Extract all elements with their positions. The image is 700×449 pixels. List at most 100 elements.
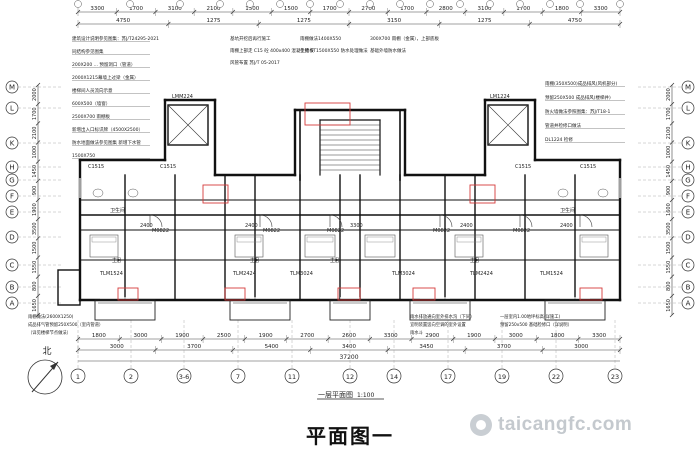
bottom-dim-2-value: 3000: [110, 344, 124, 350]
bed: [364, 234, 396, 258]
room-label: 3300: [350, 223, 363, 229]
row-axis-label: D: [9, 234, 14, 242]
right-dim-value: 1450: [666, 165, 672, 178]
row-axis-label: L: [686, 105, 690, 113]
room-label: LMM224: [172, 94, 193, 100]
row-axis-bubble: [681, 205, 695, 219]
revision-cloud: [469, 184, 496, 204]
left-dim-value: 1700: [32, 107, 38, 120]
right-note: 管道井检修口做法: [545, 122, 581, 129]
left-note: 同结构参见图集: [72, 48, 104, 55]
bottom-dim-1-value: 2600: [342, 333, 356, 339]
bottom-dim-2-value: 3000: [574, 344, 588, 350]
left-dim-tick: [35, 197, 41, 203]
bottom-left-note: 成品排气管预留250X500（室内管道）: [28, 321, 103, 328]
building-walls: [57, 98, 622, 321]
bottom-dim-2-value: 5400: [265, 344, 279, 350]
bottom-left-note: （详见楼梯节点做法）: [28, 329, 71, 336]
top-dim-2-value: 3150: [387, 18, 401, 24]
bed: [304, 234, 336, 258]
annotation-notes: 建筑设计说明参见图集：苏J/T24295-2021同结构参见图集200X200 …: [28, 35, 625, 336]
top-dim-1-value: 1800: [555, 6, 569, 12]
right-dim-tick: [669, 197, 675, 203]
elevator-shaft: [487, 104, 529, 146]
top-note: 雨棚做法1400X550: [300, 35, 341, 42]
room-label: 主卧: [112, 257, 122, 264]
room-label: C1515: [515, 164, 531, 170]
left-dim-value: 1500: [32, 242, 38, 255]
bottom-dim-1-value: 3000: [509, 333, 523, 339]
room-label: 卫生间: [110, 207, 125, 214]
left-note: 楼梯间人员流向示意: [72, 87, 113, 94]
bottom-dim-2-value: 3450: [419, 344, 433, 350]
right-note: DL1224 检修: [545, 136, 573, 143]
row-axis-bubble: [681, 80, 695, 94]
door-swing: [519, 214, 533, 228]
left-dim-tick: [35, 82, 41, 88]
right-dim-value: 1000: [666, 146, 672, 159]
bottom-note: 宜明装置竖向空调的室外设置: [410, 321, 467, 328]
bed: [89, 234, 119, 258]
row-axis-label: B: [686, 284, 691, 292]
col-axis-label: 19: [498, 373, 506, 381]
col-axis-label: 7: [236, 373, 240, 381]
top-dim-1-value: 1700: [323, 6, 337, 12]
top-dim-1-value: 3300: [90, 6, 104, 12]
top-note: 参见 ST1500X550 防水处理做法: [300, 47, 368, 54]
right-note: 雨棚(350X500)成品排风(风机部分): [545, 80, 618, 87]
thin-line: [167, 104, 209, 146]
toilet-fixture: [557, 188, 569, 198]
right-dim-value: 1500: [666, 242, 672, 255]
bottom-dim-1-value: 3300: [384, 333, 398, 339]
bottom-dim-2-value: 3700: [187, 344, 201, 350]
left-dim-value: 900: [32, 186, 38, 196]
top-dim-1-value: 1700: [400, 6, 414, 12]
bottom-dim-1-value: 2500: [217, 333, 231, 339]
top-axis-bubble: [306, 0, 314, 8]
door-swing: [329, 214, 343, 228]
revision-cloud: [224, 287, 246, 301]
col-axis-bubble: [440, 368, 456, 384]
right-dim-tick: [669, 101, 675, 107]
left-dim-tick: [35, 178, 41, 184]
top-dim-1-value: 3100: [168, 6, 182, 12]
row-axis-bubble: [681, 136, 695, 150]
room-label: M0822: [263, 228, 280, 234]
bottom-dim-1-value: 2700: [300, 333, 314, 339]
toilet-fixture: [127, 188, 139, 198]
top-axis-bubble: [546, 0, 554, 8]
right-dim-tick: [669, 255, 675, 260]
row-axis-label: C: [10, 262, 15, 270]
room-label: 主卧: [330, 257, 340, 264]
pillow: [306, 236, 334, 243]
right-dim-value: 900: [666, 186, 672, 196]
top-dim-2-value: 1275: [478, 18, 492, 24]
right-dim-value: 1700: [666, 107, 672, 120]
left-dim-tick: [35, 101, 41, 107]
row-axis-label: A: [686, 300, 691, 308]
bed: [454, 234, 484, 258]
row-axis-label: E: [686, 209, 690, 217]
top-dim-1-value: 3100: [478, 6, 492, 12]
pillow: [456, 236, 482, 243]
top-note: 300X700 雨棚（金属），上部底板: [370, 35, 439, 42]
col-axis-label: 1: [76, 373, 80, 381]
revision-cloud: [304, 102, 351, 126]
bottom-dim-1-value: 2900: [425, 333, 439, 339]
top-axis-bubble: [126, 0, 134, 8]
row-axis-label: E: [10, 209, 14, 217]
drawing-title: 一层平面图: [318, 391, 353, 399]
left-dim-tick: [35, 312, 41, 318]
right-dim-value: 800: [666, 281, 672, 291]
col-axis-label: 17: [444, 373, 452, 381]
bottom-note: 雨水排放通向室外排水沟（下同）: [410, 313, 474, 320]
toilet-fixture: [92, 188, 104, 198]
top-axis-bubble: [336, 0, 344, 8]
left-note: 600X500（墙窗）: [72, 100, 110, 107]
bed: [234, 234, 264, 258]
left-dim-value: 3500: [32, 222, 38, 235]
row-axis-label: M: [685, 84, 691, 92]
left-dim-tick: [35, 140, 41, 145]
